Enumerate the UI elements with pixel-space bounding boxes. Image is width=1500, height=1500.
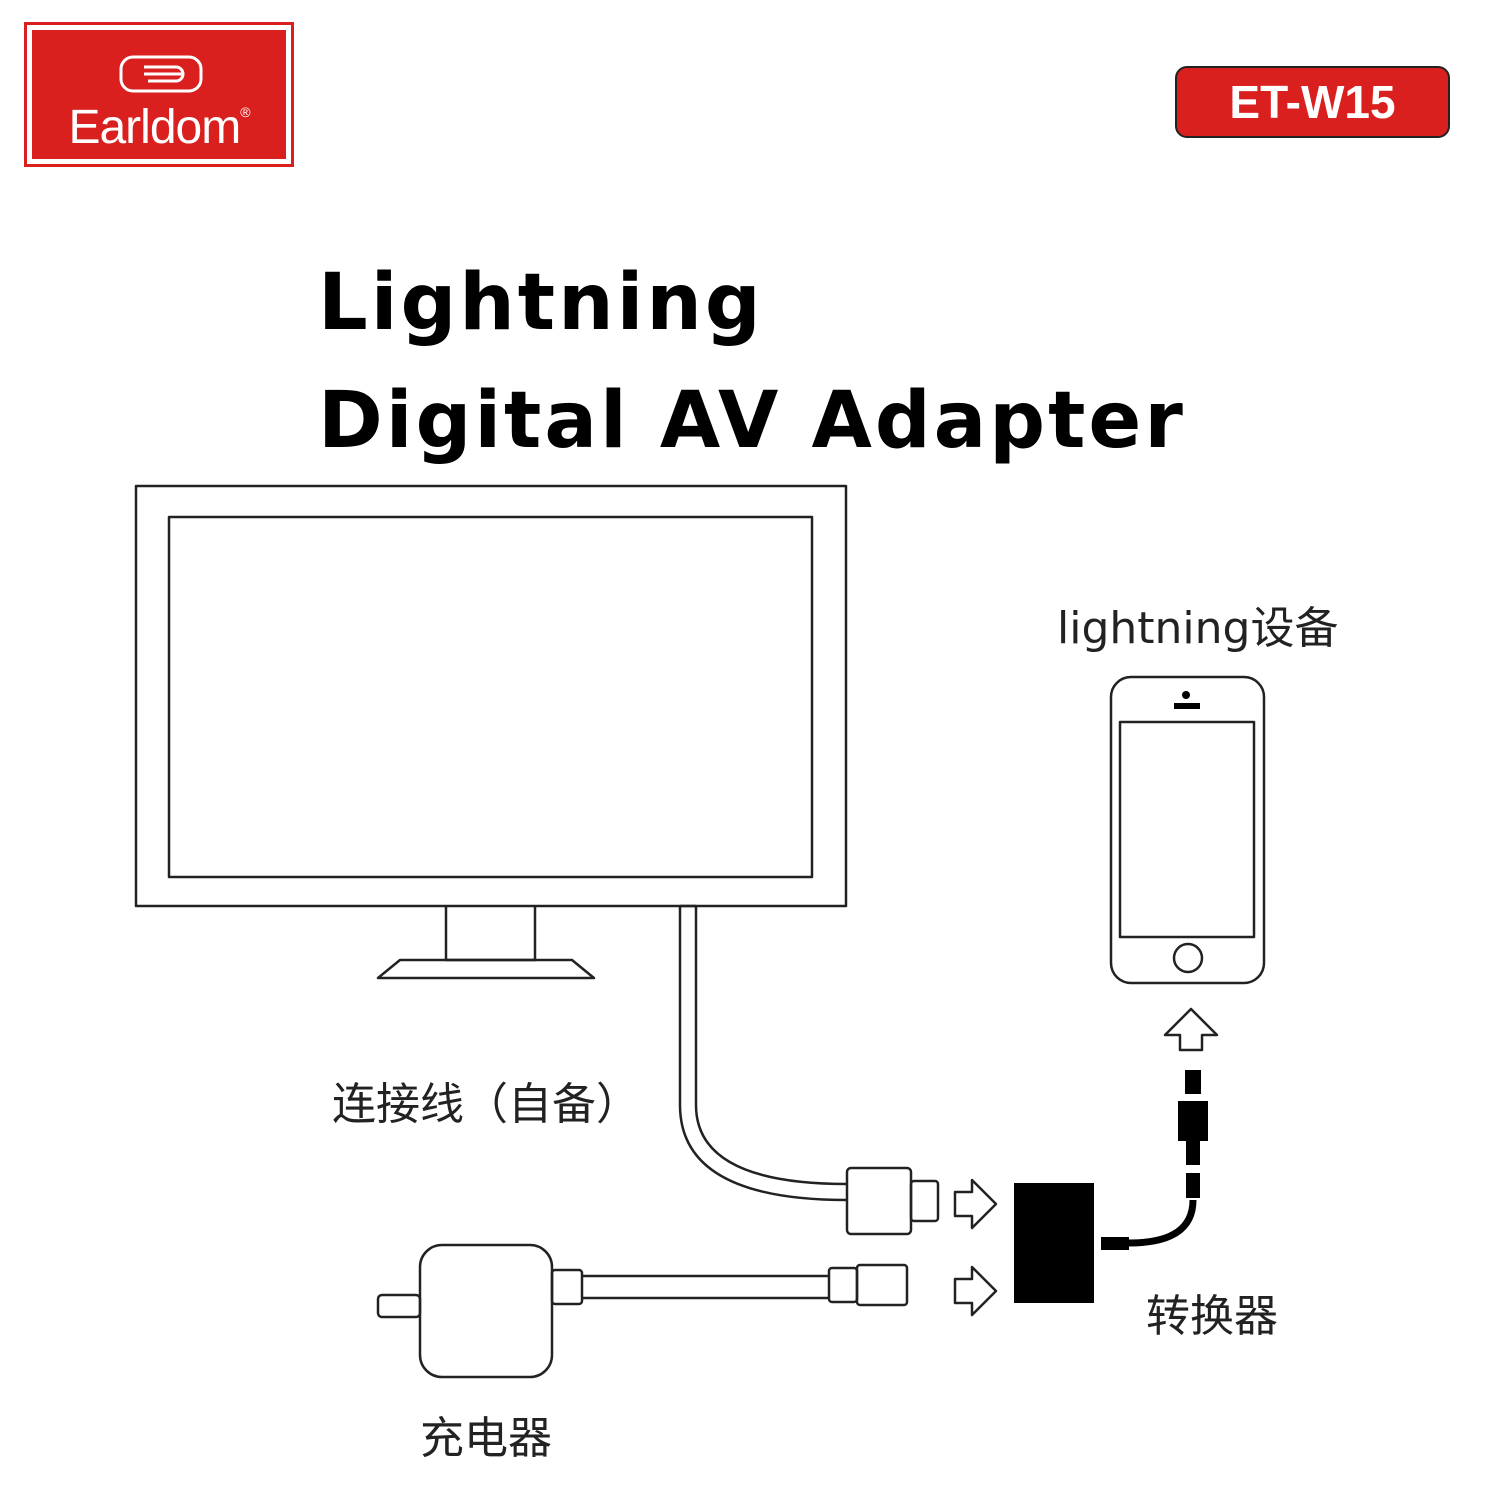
label-adapter: 转换器 xyxy=(1146,1291,1278,1342)
brand-logo: Earldom® xyxy=(24,22,294,167)
label-charger: 充电器 xyxy=(420,1413,552,1464)
charger-icon xyxy=(376,1243,584,1379)
label-cable: 连接线（自备） xyxy=(332,1079,640,1130)
phone-icon xyxy=(1109,675,1266,985)
arrow-up-icon xyxy=(1163,1007,1219,1052)
arrow-right-icon xyxy=(953,1178,998,1230)
lightning-cable xyxy=(1128,1199,1197,1247)
title-line-2: Digital AV Adapter xyxy=(318,376,1186,466)
title-line-1: Lightning xyxy=(318,258,764,348)
arrow-right-icon xyxy=(953,1265,998,1317)
usb-cable xyxy=(582,1274,829,1300)
model-badge: ET-W15 xyxy=(1175,66,1450,138)
brand-mark-icon xyxy=(119,55,203,93)
lightning-plug-icon xyxy=(1185,1070,1201,1094)
label-lightning-device: lightning设备 xyxy=(1057,603,1339,654)
hdmi-plug-icon xyxy=(845,1166,940,1236)
hdmi-cable xyxy=(678,904,848,1202)
monitor-icon xyxy=(134,484,848,980)
usb-plug-icon xyxy=(827,1263,909,1307)
brand-name: Earldom® xyxy=(68,101,250,154)
page-title: Lightning Digital AV Adapter xyxy=(318,244,1186,480)
adapter-box xyxy=(1014,1183,1094,1303)
brand-logo-panel: Earldom® xyxy=(32,30,286,159)
